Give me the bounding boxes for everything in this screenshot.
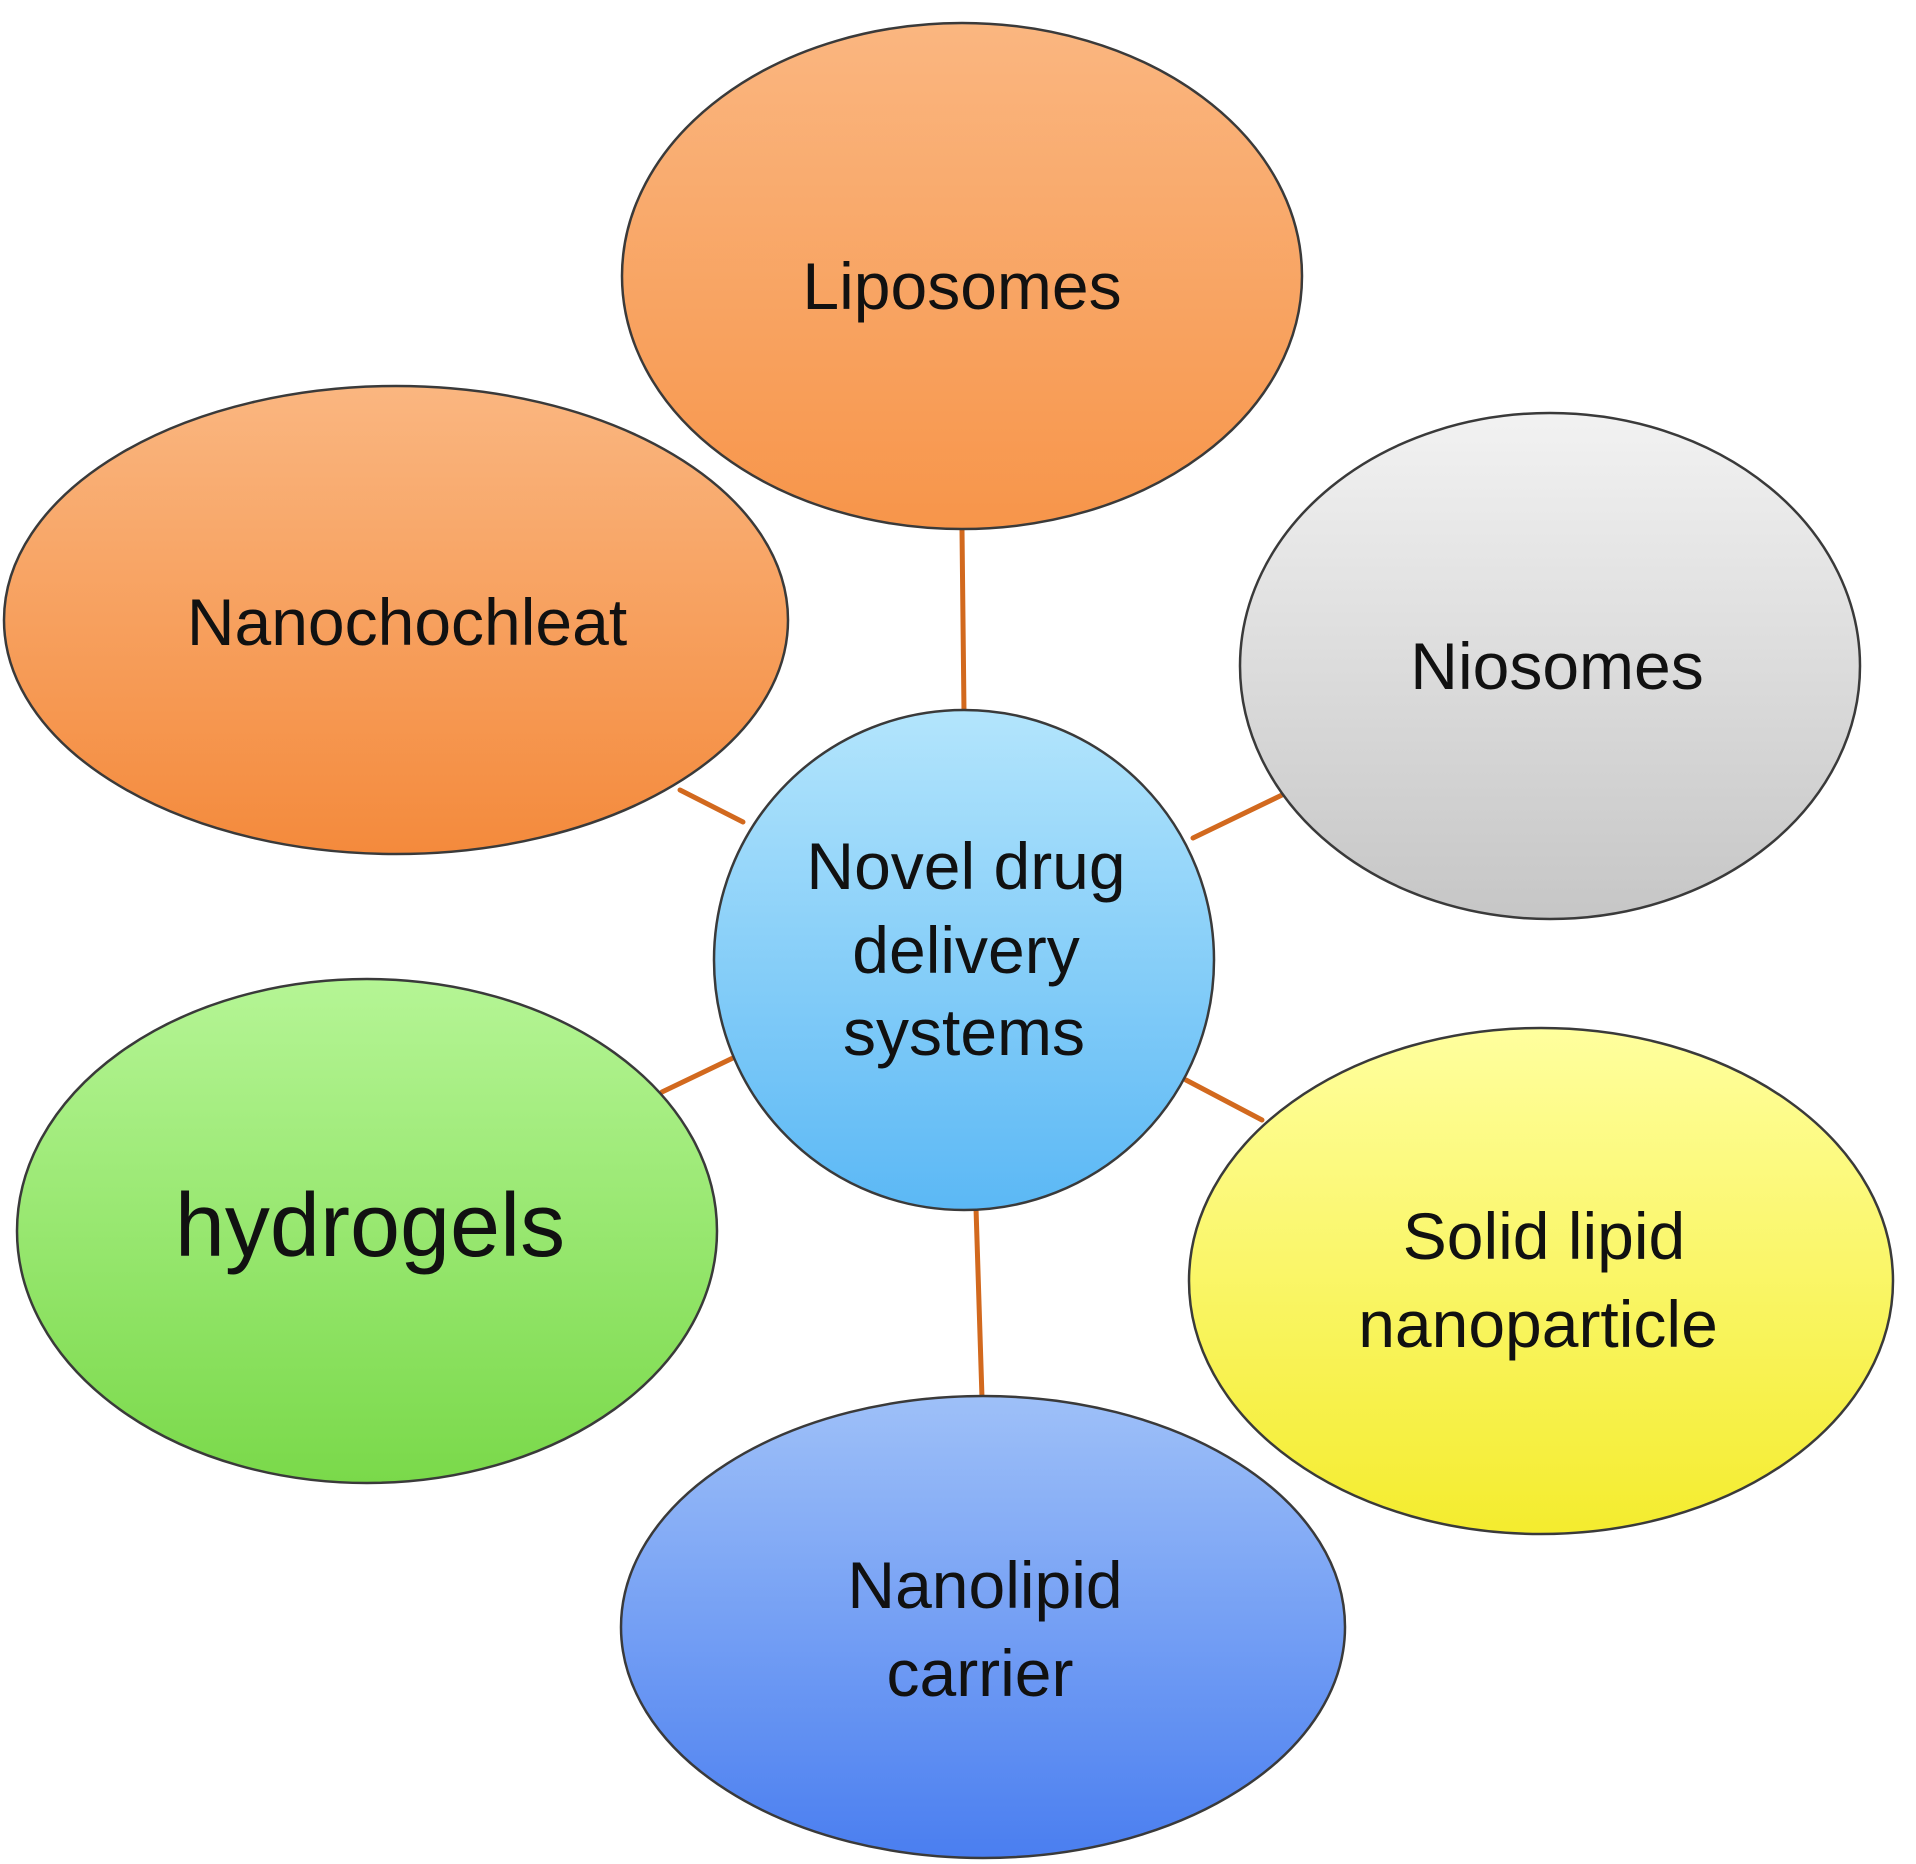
- node-hydrogels: hydrogels: [15, 977, 719, 1485]
- center-bubble: [712, 708, 1216, 1212]
- nanolipid-label-line-2: carrier: [886, 1636, 1073, 1710]
- connector-hydrogels: [659, 1054, 738, 1095]
- center-label-line-3: systems: [843, 995, 1085, 1069]
- solid-lipid-label-line-1: Solid lipid: [1403, 1199, 1686, 1273]
- node-liposomes: Liposomes: [620, 21, 1304, 531]
- connector-nanochochleat: [677, 787, 746, 825]
- nanolipid-label-line-1: Nanolipid: [847, 1548, 1122, 1622]
- liposomes-bubble: [620, 21, 1304, 531]
- liposomes-label: Liposomes: [802, 249, 1121, 323]
- connector-liposomes: [959, 527, 967, 715]
- node-center: Novel drug delivery systems: [712, 708, 1216, 1212]
- node-nanolipid: Nanolipid carrier: [619, 1394, 1347, 1860]
- connectors: [659, 527, 1285, 1401]
- nanochochleat-label: Nanochochleat: [187, 585, 627, 659]
- solid-lipid-label-line-2: nanoparticle: [1358, 1287, 1718, 1361]
- niosomes-label: Niosomes: [1410, 629, 1703, 703]
- connector-niosomes: [1190, 792, 1285, 841]
- connector-solid-lipid: [1183, 1077, 1265, 1123]
- hydrogels-label: hydrogels: [175, 1176, 565, 1276]
- center-label-line-1: Novel drug: [806, 829, 1125, 903]
- connector-nanolipid: [973, 1205, 985, 1401]
- node-nanochochleat: Nanochochleat: [2, 384, 790, 856]
- niosomes-bubble: [1238, 411, 1862, 921]
- center-label-line-2: delivery: [852, 913, 1079, 987]
- node-solid-lipid: Solid lipid nanoparticle: [1187, 1026, 1895, 1536]
- nanolipid-bubble: [619, 1394, 1347, 1860]
- nanochochleat-bubble: [2, 384, 790, 856]
- node-niosomes: Niosomes: [1238, 411, 1862, 921]
- solid-lipid-bubble: [1187, 1026, 1895, 1536]
- hydrogels-bubble: [15, 977, 719, 1485]
